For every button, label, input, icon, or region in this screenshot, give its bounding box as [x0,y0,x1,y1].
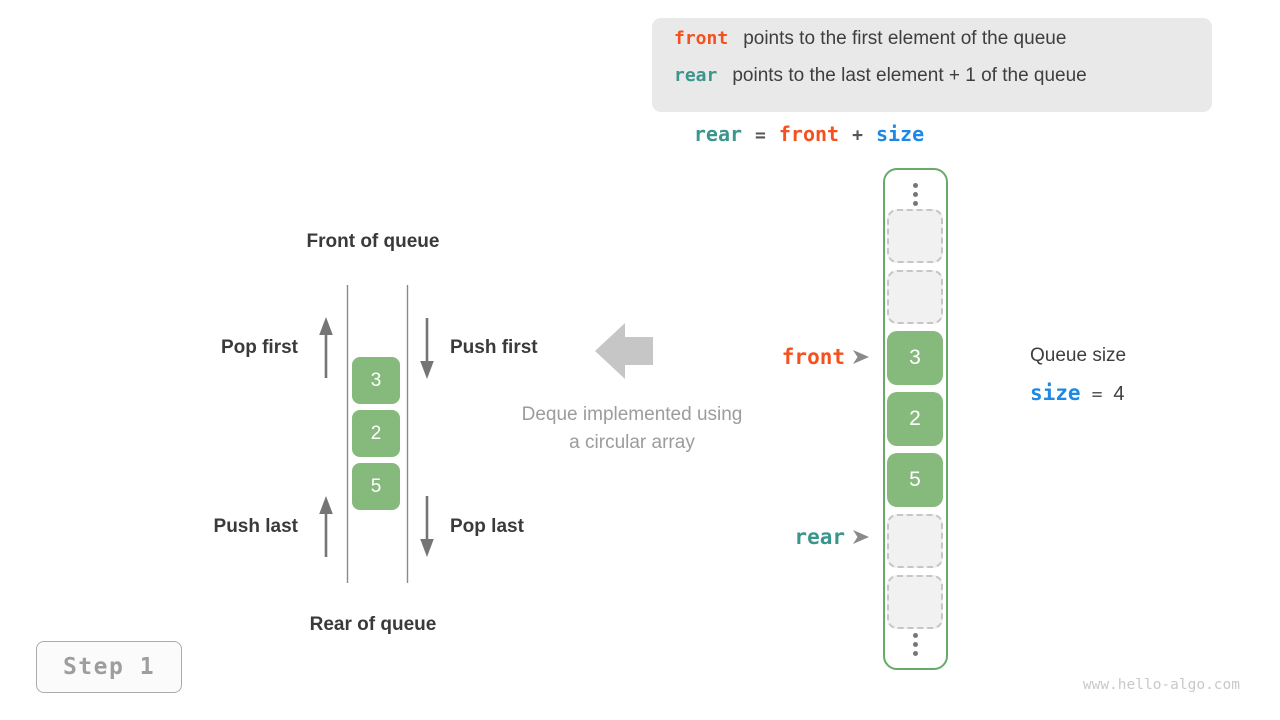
rear-explanation-text: points to the last element + 1 of the qu… [732,65,1087,86]
arrow-up-icon [319,496,333,514]
arrow-down-icon [420,361,434,379]
array-cell [887,575,943,629]
arrow-down-icon [420,539,434,557]
vertical-ellipsis-icon [913,642,918,647]
step-badge: Step 1 [36,641,182,693]
array-cell: 3 [887,331,943,385]
rear-keyword: rear [674,65,718,86]
vertical-ellipsis-icon [913,192,918,197]
front-explanation-text: points to the first element of the queue [743,28,1067,49]
size-value: 4 [1113,383,1125,405]
pop-first-label: Pop first [220,337,298,358]
pointer-explanation-box: front points to the first element of the… [652,18,1212,112]
caption-line-2: a circular array [569,432,695,453]
front-pointer-arrow-icon [853,350,869,364]
push-last-label: Push last [213,516,298,537]
vertical-ellipsis-icon [913,633,918,638]
rear-pointer-label: rear [794,525,845,549]
formula-rear: rear [693,122,743,146]
rear-explanation-line: rear points to the last element + 1 of t… [674,65,1212,102]
pointer-formula: rear = front + size [664,122,954,146]
queue-size-value-line: size = 4 [1030,381,1125,406]
block-arrow-left-icon [595,323,653,379]
diagram-caption: Deque implemented using a circular array [492,401,772,457]
channel-cell: 3 [352,357,400,404]
caption-line-1: Deque implemented using [521,404,743,425]
array-cell [887,209,943,263]
formula-size: size [875,122,925,146]
front-keyword: front [674,28,729,49]
formula-front: front [778,122,840,146]
vertical-ellipsis-icon [913,183,918,188]
channel-cell: 2 [352,410,400,457]
queue-size-title: Queue size [1030,345,1127,366]
front-explanation-line: front points to the first element of the… [674,28,1212,65]
channel-cell: 5 [352,463,400,510]
rear-of-queue-label: Rear of queue [309,614,437,635]
array-cell: 5 [887,453,943,507]
watermark: www.hello-algo.com [1082,677,1240,693]
front-of-queue-label: Front of queue [306,231,440,252]
rear-pointer-arrow-icon [853,530,869,544]
formula-equals: = [755,125,766,146]
vertical-ellipsis-icon [913,651,918,656]
pop-last-label: Pop last [450,516,524,537]
size-keyword: size [1030,381,1081,405]
formula-plus: + [852,125,863,146]
array-cell [887,514,943,568]
arrow-up-icon [319,317,333,335]
vertical-ellipsis-icon [913,201,918,206]
push-first-label: Push first [450,337,538,358]
front-pointer-label: front [781,345,845,369]
array-cell [887,270,943,324]
size-equals: = [1091,384,1103,405]
array-cell: 2 [887,392,943,446]
